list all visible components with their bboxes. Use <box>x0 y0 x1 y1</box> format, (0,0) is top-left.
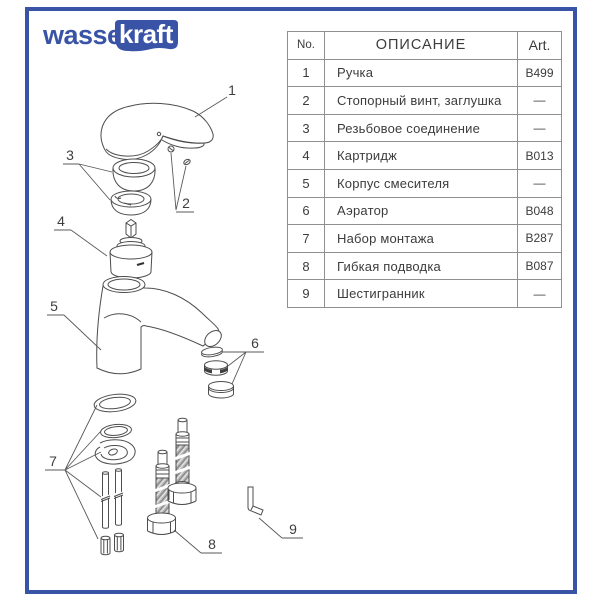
cell-description: Ручка <box>324 58 518 88</box>
table-row: 1 Ручка B499 <box>287 58 562 88</box>
aerator-drawing <box>201 346 235 399</box>
hex-key-drawing <box>247 486 264 516</box>
stop-screw-plug-drawing <box>167 145 191 166</box>
cell-description: Аэратор <box>324 196 518 226</box>
table-row: 3 Резьбовое соединение — <box>287 113 562 143</box>
cell-art: — <box>517 168 562 198</box>
callout-4: 4 <box>57 213 65 229</box>
callout-3: 3 <box>66 147 74 163</box>
callout-6: 6 <box>251 335 259 351</box>
handle-drawing <box>100 102 214 161</box>
callout-5: 5 <box>50 298 58 314</box>
cell-art: B287 <box>517 224 562 253</box>
parts-table-header-row: No. ОПИСАНИЕ Art. <box>287 31 562 60</box>
callout-9: 9 <box>289 521 297 537</box>
cell-no: 7 <box>287 224 325 253</box>
cell-no: 4 <box>287 141 325 170</box>
header-art: Art. <box>517 31 562 60</box>
threaded-connection-drawing <box>110 158 156 216</box>
cell-description: Набор монтажа <box>324 224 518 253</box>
cell-art: B499 <box>517 58 562 88</box>
cell-art: B087 <box>517 251 562 281</box>
cell-art: — <box>517 86 562 115</box>
cell-description: Шестигранник <box>324 279 518 308</box>
table-row: 7 Набор монтажа B287 <box>287 224 562 253</box>
logo-kraft-text: kraft <box>119 19 174 49</box>
callout-numbers: 1 2 3 4 5 6 7 8 9 <box>49 82 297 552</box>
cell-no: 1 <box>287 58 325 88</box>
callout-8: 8 <box>208 536 216 552</box>
cell-no: 3 <box>287 113 325 143</box>
cell-art: — <box>517 279 562 308</box>
table-row: 5 Корпус смесителя — <box>287 168 562 198</box>
table-row: 6 Аэратор B048 <box>287 196 562 226</box>
callout-2: 2 <box>182 195 190 211</box>
cartridge-drawing <box>109 218 153 279</box>
flexible-hoses-drawing <box>147 417 197 535</box>
page-border-frame <box>25 7 577 594</box>
cell-description: Корпус смесителя <box>324 168 518 198</box>
logo-kraft-badge <box>115 20 178 52</box>
table-row: 2 Стопорный винт, заглушка — <box>287 86 562 115</box>
table-row: 9 Шестигранник — <box>287 279 562 308</box>
cell-description: Стопорный винт, заглушка <box>324 86 518 115</box>
cell-description: Резьбовое соединение <box>324 113 518 143</box>
cell-art: B048 <box>517 196 562 226</box>
cell-art: — <box>517 113 562 143</box>
parts-table: No. ОПИСАНИЕ Art. 1 Ручка B499 2 Стопорн… <box>287 31 562 308</box>
cell-no: 9 <box>287 279 325 308</box>
cell-no: 2 <box>287 86 325 115</box>
mounting-set-drawing <box>93 393 137 556</box>
cell-description: Картридж <box>324 141 518 170</box>
callout-7: 7 <box>49 453 57 469</box>
table-row: 4 Картридж B013 <box>287 141 562 170</box>
table-row: 8 Гибкая подводка B087 <box>287 251 562 281</box>
cell-art: B013 <box>517 141 562 170</box>
cell-no: 8 <box>287 251 325 281</box>
wasserkraft-logo: wasser kraft <box>42 19 178 52</box>
callout-leader-lines <box>45 96 303 554</box>
mixer-body-drawing <box>96 276 222 375</box>
callout-1: 1 <box>228 82 236 98</box>
